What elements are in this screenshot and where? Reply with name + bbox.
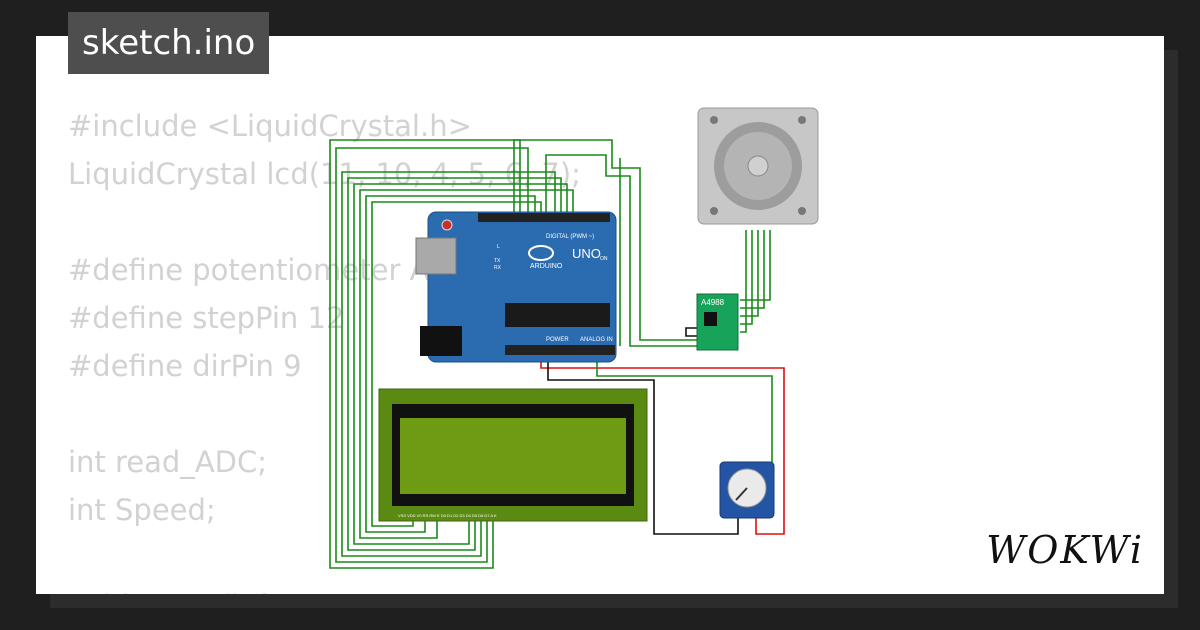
a4988-driver: A4988 [696,293,739,351]
reset-button [441,219,453,231]
lcd-wires [329,139,574,569]
arduino-uno-board: UNO ARDUINO DIGITAL (PWM ~) POWER ANALOG… [415,211,617,363]
code-line: #define dirPin 9 [68,349,302,383]
code-line: void setup() { [68,582,581,594]
gnd-wire [547,355,739,535]
uno-label: UNO [572,246,601,261]
code-line: LiquidCrystal lcd(11, 10, 4, 5, 6, 7); [68,157,581,191]
code-line: int read_ADC; [68,445,268,479]
arduino-logo [528,245,554,261]
file-title-tab[interactable]: sketch.ino [68,12,270,74]
power-label: POWER [546,337,569,343]
analog-label: ANALOG IN [580,337,613,343]
stepper-motor [697,107,819,225]
digital-label: DIGITAL (PWM ~) [546,234,594,240]
vcc-wire [540,355,785,535]
code-line: #define stepPin 12 [68,301,345,335]
analog-header [505,345,615,355]
on-label: ON [600,256,608,262]
atmega-chip [505,303,610,327]
tx-label: TX [494,258,501,264]
driver-wires [513,139,771,347]
code-line: #include <LiquidCrystal.h> [68,109,472,143]
usb-port [415,237,457,275]
rx-label: RX [494,265,502,271]
digital-header [478,213,610,222]
potentiometer [719,461,775,519]
code-line: int Speed; [68,493,216,527]
driver-label: A4988 [701,298,725,307]
l-label: L [497,244,500,250]
lcd-display: VSS VDD V0 RS RW E D0 D1 D2 D3 D4 D5 D6 … [378,388,648,522]
driver-loop-wire [685,327,698,337]
power-jack [420,326,462,356]
wokwi-logo: WOKWi [986,528,1144,572]
lcd-pin-labels: VSS VDD V0 RS RW E D0 D1 D2 D3 D4 D5 D6 … [398,513,497,518]
arduino-label: ARDUINO [530,263,563,270]
